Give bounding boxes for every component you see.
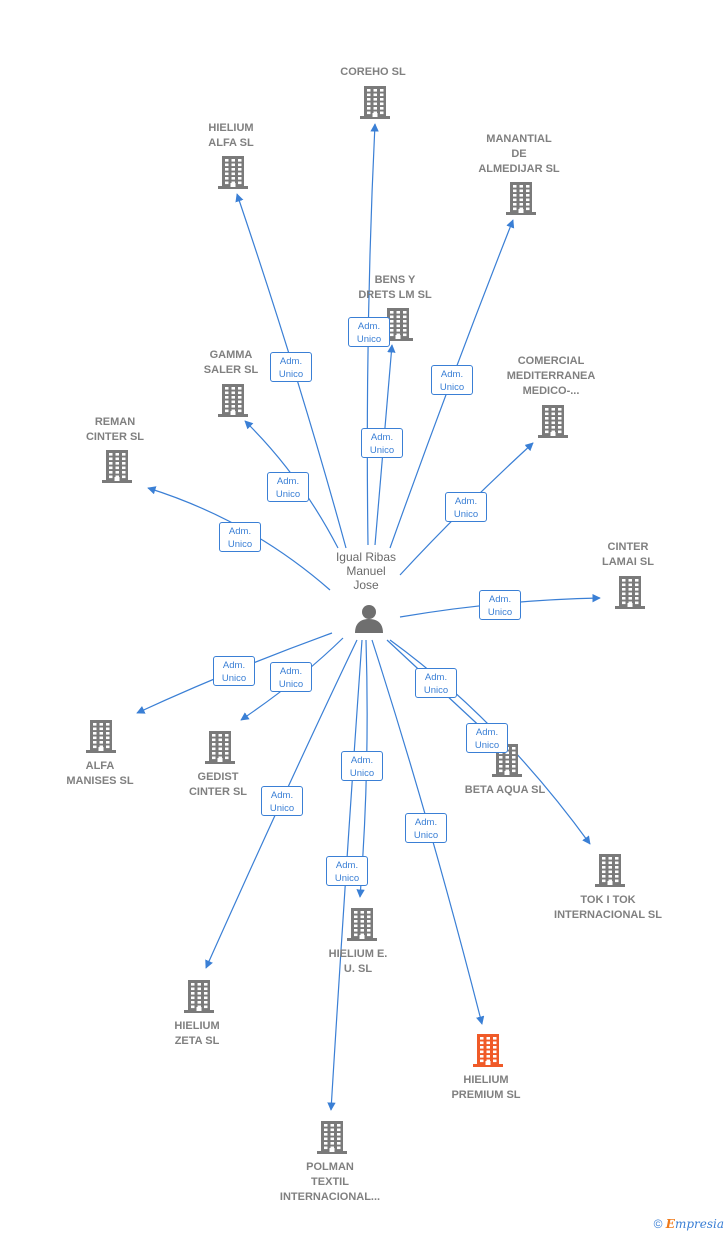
relation-label: Adm. Unico <box>348 317 390 347</box>
building-icon <box>102 450 132 483</box>
building-icon <box>205 731 235 764</box>
building-icon <box>317 1121 347 1154</box>
building-icon <box>595 854 625 887</box>
relation-label: Adm. Unico <box>361 428 403 458</box>
company-node-comercial-mediterranea[interactable] <box>538 403 568 444</box>
brand-initial: E <box>665 1217 675 1231</box>
relation-label: Adm. Unico <box>219 522 261 552</box>
relation-label: Adm. Unico <box>326 856 368 886</box>
company-label[interactable]: HIELIUM PREMIUM SL <box>451 1074 521 1101</box>
person-icon[interactable] <box>354 603 384 633</box>
company-label[interactable]: GAMMA SALER SL <box>203 349 259 376</box>
brand-name: mpresia <box>674 1217 724 1231</box>
company-node-gamma-saler[interactable] <box>218 382 248 423</box>
relation-label: Adm. Unico <box>431 365 473 395</box>
company-node-gedist-cinter[interactable] <box>205 729 235 770</box>
company-node-cinter-lamai[interactable] <box>615 574 645 615</box>
company-node-hielium-eu[interactable] <box>347 906 377 947</box>
company-label[interactable]: HIELIUM ALFA SL <box>208 122 254 149</box>
relation-label: Adm. Unico <box>213 656 255 686</box>
relation-label: Adm. Unico <box>270 352 312 382</box>
company-node-hielium-alfa[interactable] <box>218 154 248 195</box>
company-node-manantial[interactable] <box>506 180 536 221</box>
company-label[interactable]: HIELIUM ZETA SL <box>174 1020 220 1047</box>
building-icon <box>538 405 568 438</box>
company-label[interactable]: BENS Y DRETS LM SL <box>358 274 432 301</box>
company-node-alfa-manises[interactable] <box>86 718 116 759</box>
relation-label: Adm. Unico <box>341 751 383 781</box>
company-label[interactable]: COMERCIAL MEDITERRANEA MEDICO-... <box>506 355 596 397</box>
building-icon <box>184 980 214 1013</box>
relation-label: Adm. Unico <box>466 723 508 753</box>
relation-label: Adm. Unico <box>267 472 309 502</box>
company-label[interactable]: TOK I TOK INTERNACIONAL SL <box>554 894 662 921</box>
relation-label: Adm. Unico <box>261 786 303 816</box>
person-node[interactable] <box>354 603 384 638</box>
building-icon <box>86 720 116 753</box>
relation-label: Adm. Unico <box>270 662 312 692</box>
company-label[interactable]: POLMAN TEXTIL INTERNACIONAL... <box>279 1161 381 1203</box>
company-label[interactable]: COREHO SL <box>340 66 406 78</box>
building-icon <box>473 1034 503 1067</box>
building-icon <box>383 308 413 341</box>
building-icon <box>218 156 248 189</box>
copyright-symbol: © <box>653 1217 663 1231</box>
relation-label: Adm. Unico <box>445 492 487 522</box>
company-label[interactable]: BETA AQUA SL <box>464 784 546 796</box>
relation-label: Adm. Unico <box>405 813 447 843</box>
relation-label: Adm. Unico <box>415 668 457 698</box>
person-label[interactable]: Igual Ribas Manuel Jose <box>335 550 397 592</box>
company-label[interactable]: GEDIST CINTER SL <box>188 771 248 798</box>
company-label[interactable]: CINTER LAMAI SL <box>602 541 654 568</box>
company-label[interactable]: REMAN CINTER SL <box>85 416 145 443</box>
company-label[interactable]: MANANTIAL DE ALMEDIJAR SL <box>478 133 560 175</box>
company-label[interactable]: ALFA MANISES SL <box>66 760 134 787</box>
company-label[interactable]: HIELIUM E. U. SL <box>328 948 388 975</box>
building-icon <box>506 182 536 215</box>
footer-brand[interactable]: © Empresia <box>654 1217 724 1231</box>
relation-label: Adm. Unico <box>479 590 521 620</box>
building-icon <box>218 384 248 417</box>
building-icon <box>360 86 390 119</box>
company-node-coreho[interactable] <box>360 84 390 125</box>
company-node-bens-y-drets[interactable] <box>383 306 413 347</box>
building-icon <box>347 908 377 941</box>
company-node-reman-cinter[interactable] <box>102 448 132 489</box>
company-node-hielium-zeta[interactable] <box>184 978 214 1019</box>
building-icon <box>615 576 645 609</box>
company-node-polman-textil[interactable] <box>317 1119 347 1160</box>
company-node-hielium-premium[interactable] <box>473 1032 503 1073</box>
company-node-tok-i-tok[interactable] <box>595 852 625 893</box>
